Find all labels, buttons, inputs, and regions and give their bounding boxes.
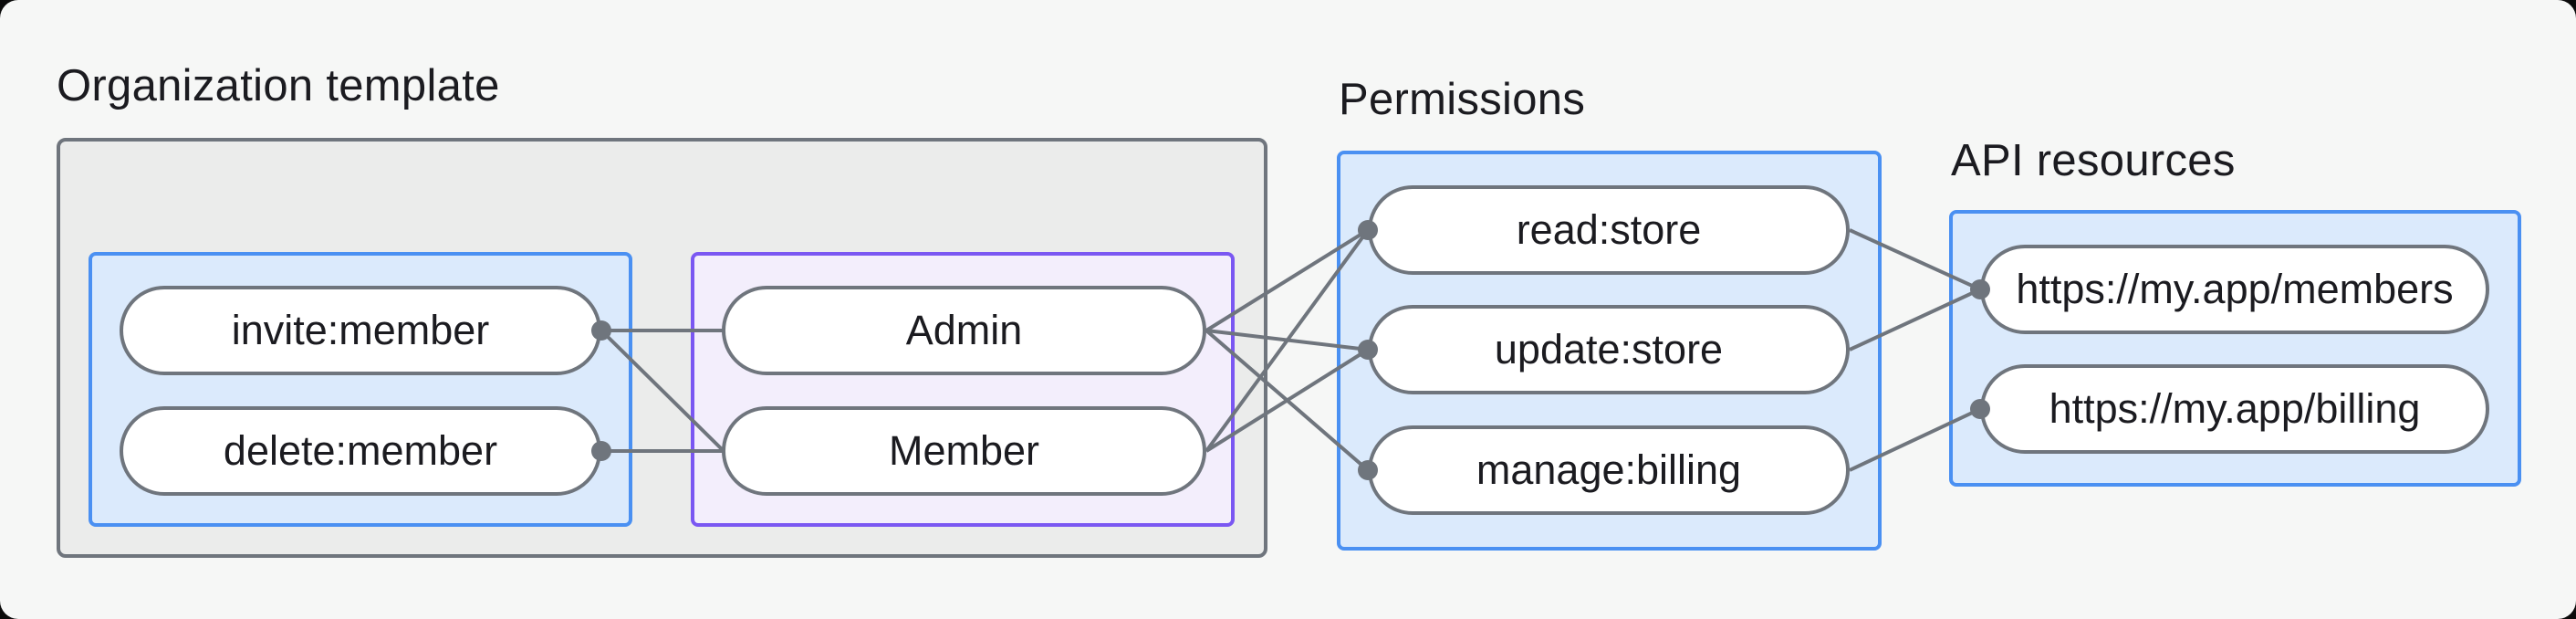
node-invite-member: invite:member [120, 286, 601, 375]
node-read-store: read:store [1368, 185, 1850, 275]
node-member: Member [722, 406, 1206, 496]
org-template-label: Organization template [57, 61, 500, 110]
node-delete-member: delete:member [120, 406, 601, 496]
node-api-members: https://my.app/members [1980, 245, 2489, 334]
api-resources-label: API resources [1951, 136, 2236, 185]
permissions-label: Permissions [1339, 75, 1586, 124]
node-update-store: update:store [1368, 305, 1850, 394]
node-api-billing: https://my.app/billing [1980, 364, 2489, 454]
node-manage-billing: manage:billing [1368, 425, 1850, 515]
node-admin: Admin [722, 286, 1206, 375]
